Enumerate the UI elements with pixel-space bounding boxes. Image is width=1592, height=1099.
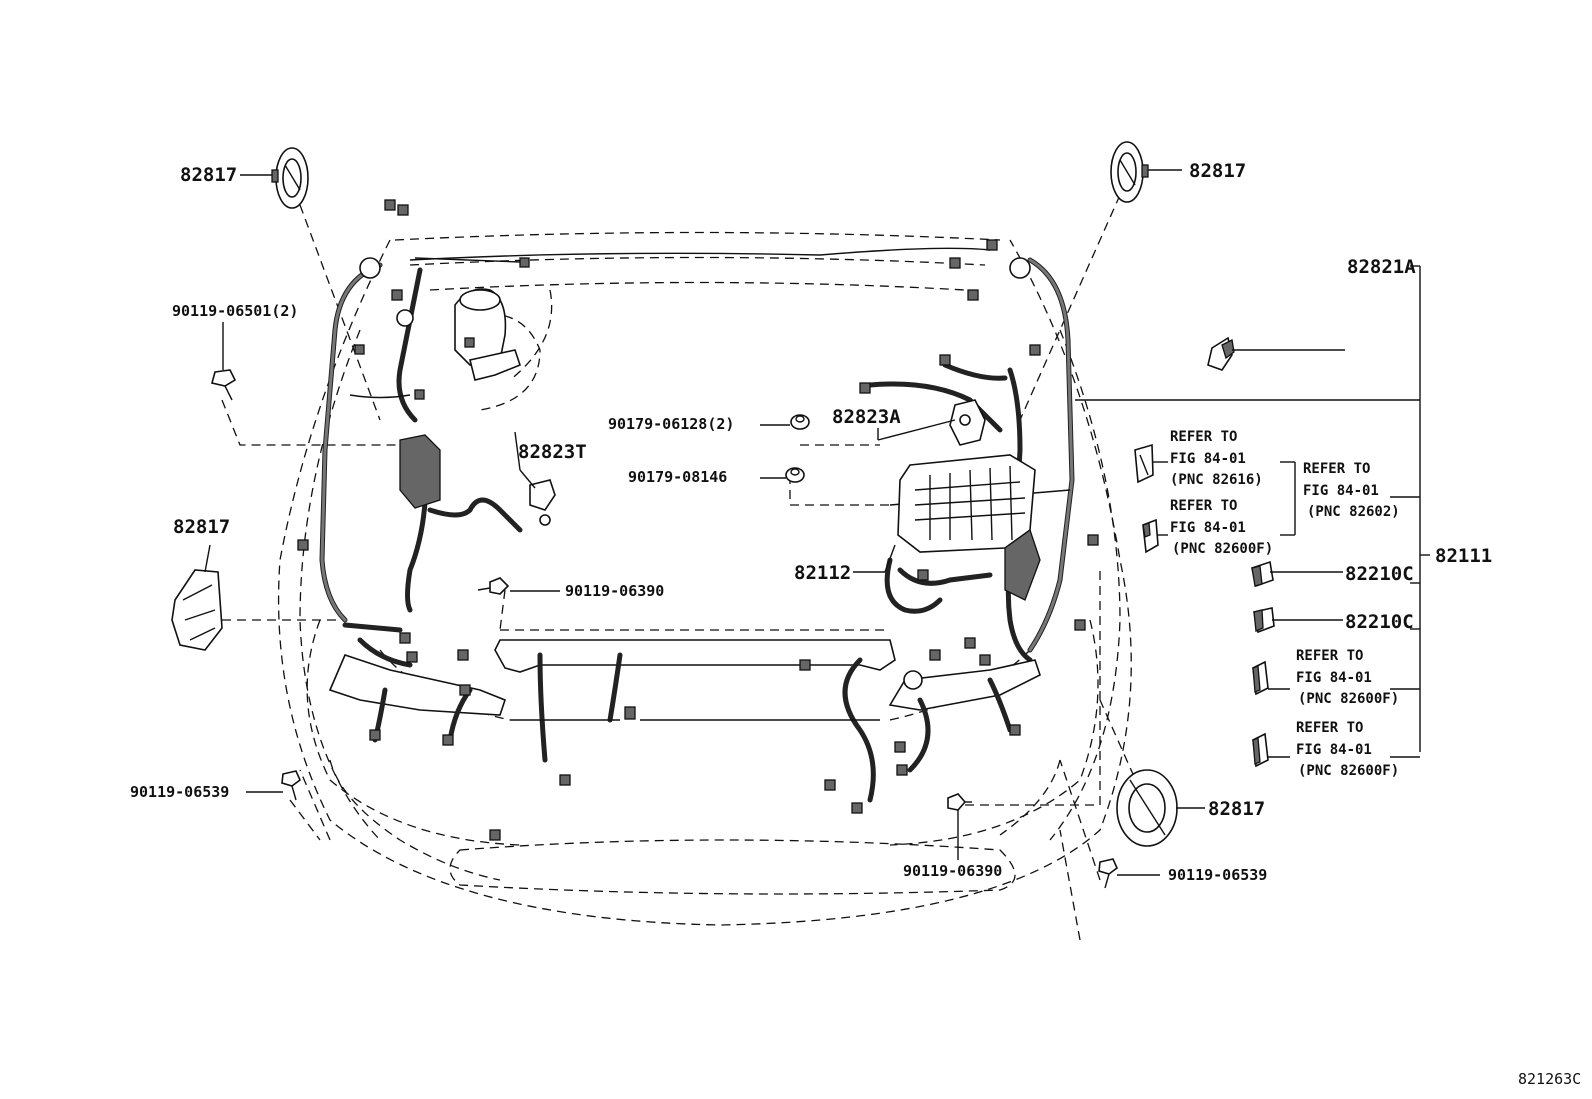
clip-06128-icon[interactable]	[790, 414, 810, 430]
svg-text:(PNC 82600F): (PNC 82600F)	[1298, 691, 1399, 707]
svg-text:FIG 84-01: FIG 84-01	[1296, 742, 1372, 758]
diagram-code: 821263C	[1518, 1070, 1581, 1088]
refer-note-82602[interactable]: REFER TO FIG 84-01 (PNC 82602)	[1303, 461, 1400, 520]
refer-note-82600F-a[interactable]: REFER TO FIG 84-01 (PNC 82600F)	[1170, 498, 1273, 557]
leader-dashes	[221, 194, 1141, 941]
bolt-06390-left-icon[interactable]	[477, 577, 510, 595]
label-82112[interactable]: 82112	[794, 562, 851, 584]
bolt-06539-left-icon[interactable]	[281, 770, 301, 801]
svg-text:(PNC 82602): (PNC 82602)	[1307, 504, 1400, 520]
label-bolt-06390-left[interactable]: 90119-06390	[565, 582, 664, 600]
refer-note-82600F-b[interactable]: REFER TO FIG 84-01 (PNC 82600F)	[1296, 648, 1399, 707]
svg-text:REFER TO: REFER TO	[1303, 461, 1370, 477]
horn-top-right-icon[interactable]	[1110, 141, 1149, 203]
refer-to-notes: REFER TO FIG 84-01 (PNC 82616) REFER TO …	[1170, 429, 1400, 779]
label-horn-top-right[interactable]: 82817	[1189, 160, 1246, 182]
refer-note-82600F-c[interactable]: REFER TO FIG 84-01 (PNC 82600F)	[1296, 720, 1399, 779]
svg-text:REFER TO: REFER TO	[1170, 498, 1237, 514]
label-bolt-06501[interactable]: 90119-06501(2)	[172, 302, 298, 320]
engine-wire-harness	[319, 247, 1420, 803]
horn-middle-left-icon[interactable]	[171, 569, 223, 651]
horn-top-left-icon[interactable]	[271, 147, 309, 209]
connector-82210C-b-icon[interactable]	[1253, 607, 1275, 634]
svg-text:(PNC 82616): (PNC 82616)	[1170, 472, 1263, 488]
bolt-06390-right-icon[interactable]	[947, 793, 972, 811]
connector-82210C-a-icon[interactable]	[1251, 560, 1274, 588]
bolt-06539-right-icon[interactable]	[1098, 858, 1118, 889]
leader-lines	[204, 169, 1430, 876]
engine-room-junction-block[interactable]	[897, 454, 1041, 601]
svg-text:FIG 84-01: FIG 84-01	[1303, 483, 1379, 499]
connector-82821A-icon[interactable]	[1207, 336, 1235, 371]
connector-82600F-a-icon[interactable]	[1142, 518, 1159, 554]
connector-82600F-c-icon[interactable]	[1252, 732, 1269, 768]
label-82210C-b[interactable]: 82210C	[1345, 611, 1414, 633]
svg-text:FIG 84-01: FIG 84-01	[1170, 520, 1246, 536]
label-bolt-06539-right[interactable]: 90119-06539	[1168, 866, 1267, 884]
svg-text:REFER TO: REFER TO	[1296, 648, 1363, 664]
label-82210C-a[interactable]: 82210C	[1345, 563, 1414, 585]
clip-08146-icon[interactable]	[785, 467, 805, 483]
label-bolt-06539-left[interactable]: 90119-06539	[130, 783, 229, 801]
label-82823A[interactable]: 82823A	[832, 406, 901, 428]
label-horn-middle-left[interactable]: 82817	[173, 516, 230, 538]
label-82111[interactable]: 82111	[1435, 545, 1492, 567]
svg-text:REFER TO: REFER TO	[1296, 720, 1363, 736]
connector-82600F-b-icon[interactable]	[1252, 660, 1269, 696]
svg-text:FIG 84-01: FIG 84-01	[1296, 670, 1372, 686]
connector-82616-icon[interactable]	[1134, 443, 1154, 484]
svg-text:(PNC 82600F): (PNC 82600F)	[1172, 541, 1273, 557]
label-bolt-06390-right[interactable]: 90119-06390	[903, 862, 1002, 880]
engine-components	[297, 199, 1099, 841]
part-labels: 82817 82817 82817 82817 90119-06501(2) 9…	[130, 160, 1492, 884]
label-horn-bottom-right[interactable]: 82817	[1208, 798, 1265, 820]
bolt-06501-icon[interactable]	[211, 369, 237, 401]
label-clip-08146[interactable]: 90179-08146	[628, 468, 727, 486]
label-82821A[interactable]: 82821A	[1347, 256, 1416, 278]
svg-text:REFER TO: REFER TO	[1170, 429, 1237, 445]
label-82823T[interactable]: 82823T	[518, 441, 587, 463]
svg-text:FIG 84-01: FIG 84-01	[1170, 451, 1246, 467]
refer-note-82616[interactable]: REFER TO FIG 84-01 (PNC 82616)	[1170, 429, 1263, 488]
label-clip-06128[interactable]: 90179-06128(2)	[608, 415, 734, 433]
horn-bottom-right-icon[interactable]	[1116, 769, 1178, 847]
label-horn-top-left[interactable]: 82817	[180, 164, 237, 186]
svg-text:(PNC 82600F): (PNC 82600F)	[1298, 763, 1399, 779]
